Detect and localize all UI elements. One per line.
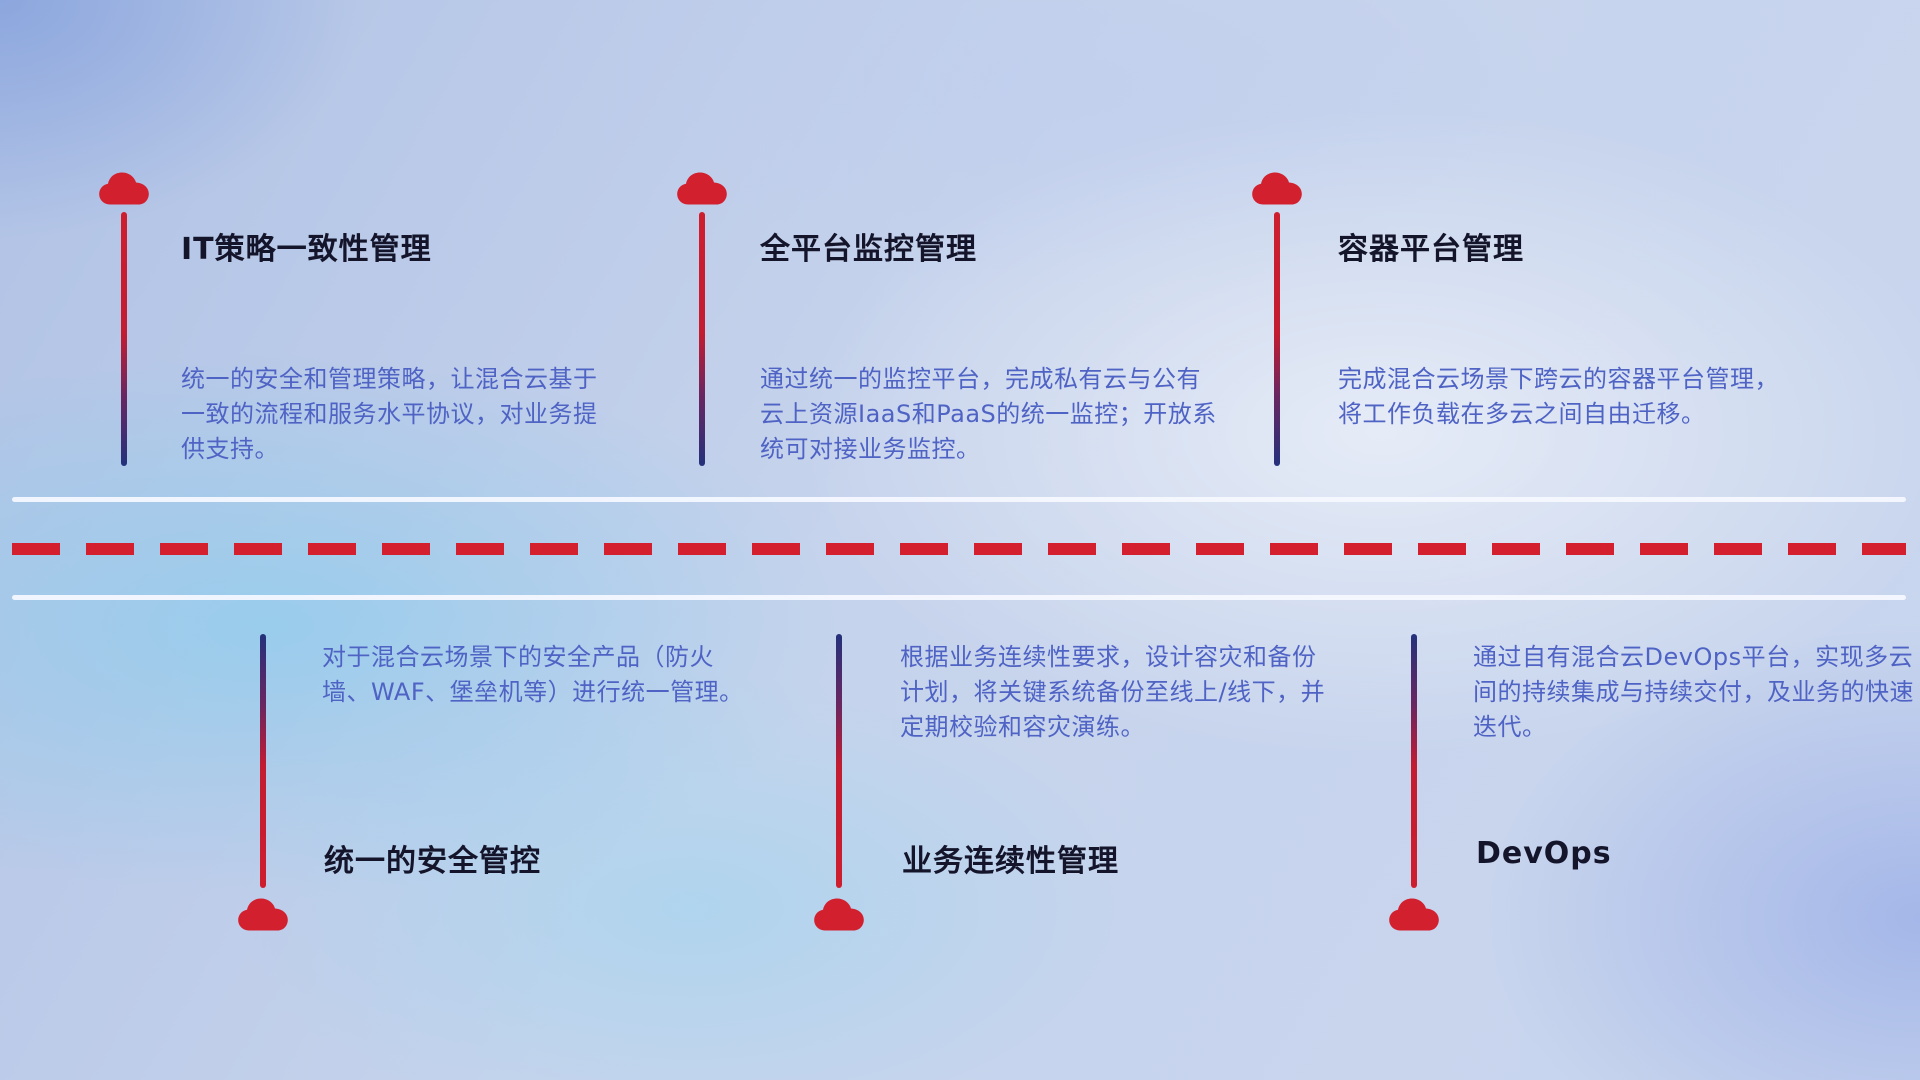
timeline-connector: [1411, 634, 1417, 888]
feature-title-security: 统一的安全管控: [324, 844, 541, 879]
feature-description-it-policy: 统一的安全和管理策略，让混合云基于一致的流程和服务水平协议，对业务提供支持。: [181, 365, 598, 463]
feature-description-container-platform: 完成混合云场景下跨云的容器平台管理，将工作负载在多云之间自由迁移。: [1338, 365, 1779, 428]
feature-title-it-policy: IT策略一致性管理: [181, 232, 432, 267]
feature-description-business-continuity: 根据业务连续性要求，设计容灾和备份计划，将关键系统备份至线上/线下，并定期校验和…: [900, 643, 1326, 741]
cloud-icon: [97, 170, 151, 207]
feature-title-container-platform: 容器平台管理: [1338, 232, 1524, 267]
feature-title-business-continuity: 业务连续性管理: [902, 844, 1119, 879]
timeline-connector: [699, 212, 705, 466]
cloud-icon: [812, 896, 866, 933]
divider-line-bottom: [12, 595, 1906, 600]
feature-title-monitoring: 全平台监控管理: [760, 232, 977, 267]
feature-description-monitoring: 通过统一的监控平台，完成私有云与公有云上资源IaaS和PaaS的统一监控；开放系…: [760, 365, 1217, 463]
feature-description-security: 对于混合云场景下的安全产品（防火墙、WAF、堡垒机等）进行统一管理。: [322, 643, 744, 706]
timeline-connector: [1274, 212, 1280, 466]
timeline-connector: [836, 634, 842, 888]
feature-description-devops: 通过自有混合云DevOps平台，实现多云间的持续集成与持续交付，及业务的快速迭代…: [1473, 643, 1914, 741]
timeline-connector: [260, 634, 266, 888]
divider-dashed-line: [12, 543, 1906, 555]
cloud-icon: [1250, 170, 1304, 207]
cloud-icon: [236, 896, 290, 933]
divider-line-top: [12, 497, 1906, 502]
timeline-connector: [121, 212, 127, 466]
cloud-icon: [1387, 896, 1441, 933]
feature-title-devops: DevOps: [1476, 836, 1612, 871]
cloud-icon: [675, 170, 729, 207]
